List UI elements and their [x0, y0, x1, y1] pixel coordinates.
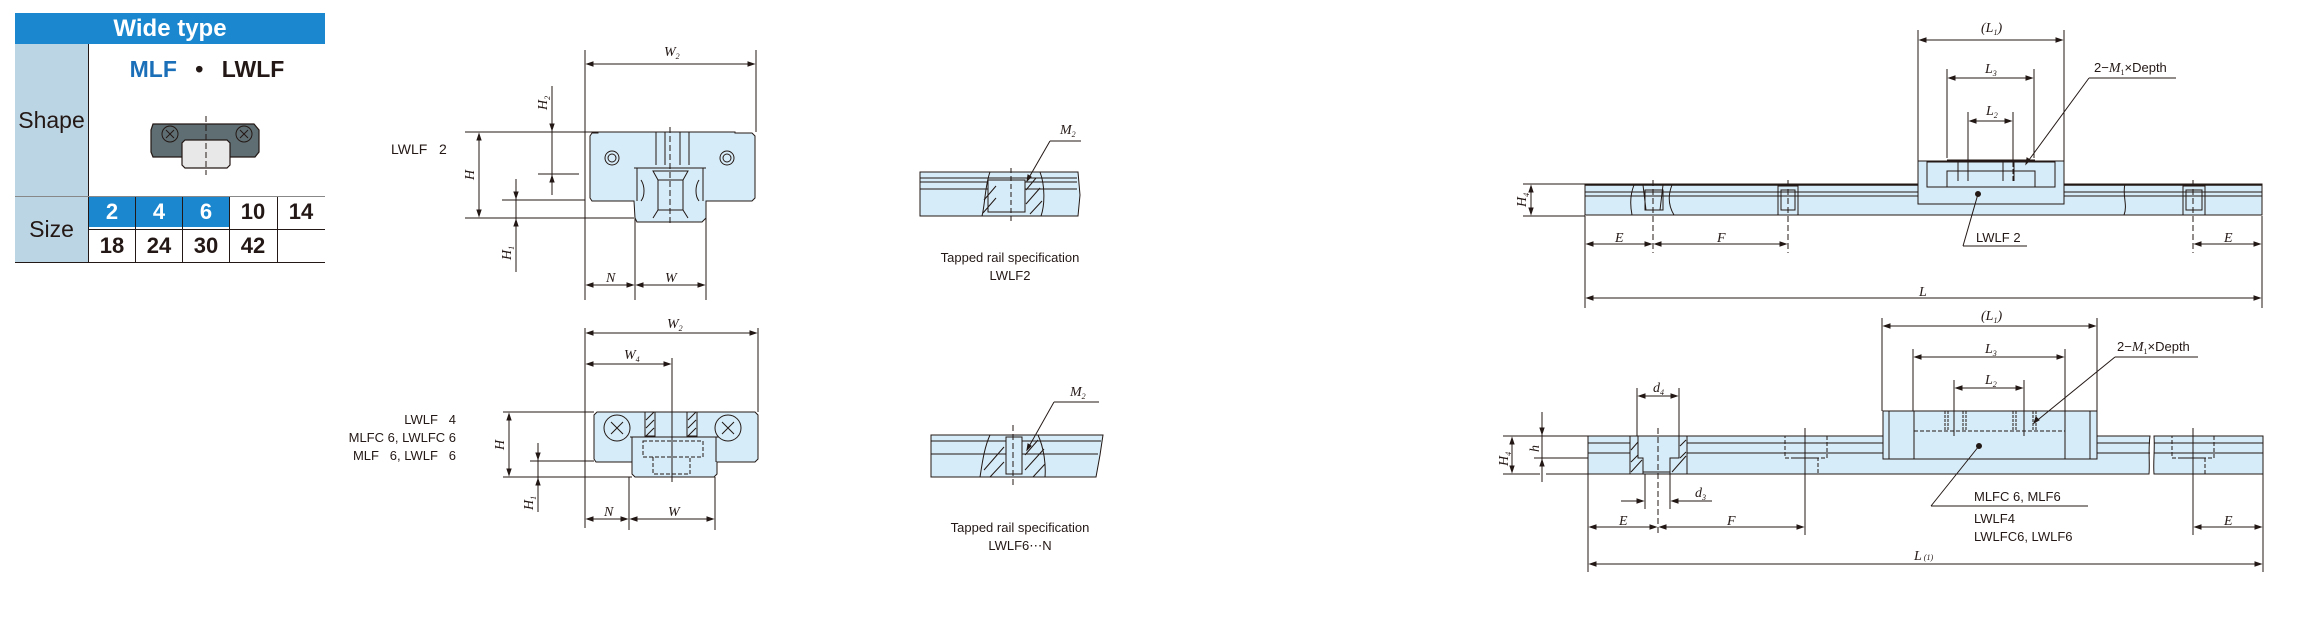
tapped-rail-2-model: LWLF6⋯N [988, 538, 1052, 553]
dim-l1: (L1) [1981, 309, 2002, 325]
dim-w2: W2 [667, 317, 683, 333]
thread-note: 2−M1×Depth [2117, 339, 2190, 356]
dim-e: E [1618, 514, 1628, 529]
title-mlf: MLF [129, 56, 177, 82]
dim-h: H [463, 169, 478, 181]
front-view-2-label-3: MLF 6, LWLF 6 [352, 448, 456, 463]
table-divider [277, 197, 278, 262]
dim-e-right: E [2223, 514, 2233, 529]
shape-row-label: Shape [15, 44, 88, 196]
tapped-rail-1-model: LWLF2 [989, 268, 1031, 283]
model-callout-1: MLFC 6, MLF6 [1974, 489, 2061, 504]
dim-h: H [493, 439, 508, 451]
dim-e: E [1614, 231, 1624, 246]
size-cell: 24 [146, 233, 172, 258]
dim-h2: H2 [536, 96, 552, 111]
dim-e-right: E [2223, 231, 2233, 246]
callout-m2: M2 [1069, 385, 1086, 401]
model-callout-3: LWLFC6, LWLF6 [1974, 529, 2072, 544]
table-header: Wide type [15, 13, 325, 44]
tapped-rail-2-caption: Tapped rail specification [950, 520, 1090, 535]
dim-h4: H4 [1515, 193, 1531, 208]
dim-h1: H1 [522, 496, 538, 511]
dim-n: N [603, 505, 614, 520]
size-cell: 6 [183, 197, 229, 227]
dim-d3: d3 [1695, 486, 1706, 502]
carriage-shape-icon [150, 116, 260, 175]
shape-cell: MLF • LWLF [89, 44, 325, 196]
shape-title: MLF • LWLF [89, 56, 325, 83]
dim-l3: L3 [1984, 342, 1997, 358]
dim-f: F [1716, 231, 1726, 246]
size-cell: 30 [193, 233, 219, 258]
dim-d4: d4 [1653, 381, 1664, 397]
size-cell: 18 [99, 233, 125, 258]
dim-l: L [1918, 285, 1927, 300]
table-bottom-rule [15, 262, 325, 263]
dim-h-small: h [1528, 445, 1543, 452]
size-cell: 10 [240, 199, 266, 224]
dim-w: W [665, 271, 678, 286]
tapped-rail-1-caption: Tapped rail specification [940, 250, 1080, 265]
size-row-label: Size [15, 197, 88, 262]
size-cell: 4 [136, 197, 182, 227]
model-callout: LWLF 2 [1976, 230, 2021, 245]
dim-n: N [605, 271, 616, 286]
dim-l2: L2 [1985, 104, 1998, 120]
dim-h1: H1 [500, 246, 516, 261]
dim-w2: W2 [664, 45, 680, 61]
dim-l3: L3 [1984, 62, 1997, 78]
model-callout-2: LWLF4 [1974, 511, 2015, 526]
dim-w4: W4 [624, 348, 640, 364]
table-rule [15, 196, 325, 197]
dim-l1: (L1) [1981, 21, 2002, 37]
table-divider [88, 44, 89, 262]
table-rule [89, 229, 325, 230]
dim-l2: L2 [1984, 373, 1997, 389]
size-cell: 14 [288, 199, 314, 224]
dim-w: W [668, 505, 681, 520]
title-lwlf: LWLF [221, 56, 285, 82]
front-view-2-label-2: MLFC 6, LWLFC 6 [348, 430, 456, 445]
title-separator: • [195, 56, 204, 82]
table-divider [135, 197, 136, 262]
dim-l: L(1) [1913, 549, 1933, 564]
size-cell: 2 [89, 197, 135, 227]
callout-m2: M2 [1059, 123, 1076, 139]
front-view-1-model-label: LWLF 2 [391, 141, 447, 157]
thread-note: 2−M1×Depth [2094, 60, 2167, 77]
front-view-2-label-1: LWLF 4 [404, 412, 456, 427]
dim-f: F [1726, 514, 1736, 529]
table-divider [182, 197, 183, 262]
dim-h4: H4 [1497, 452, 1513, 467]
size-cell: 42 [240, 233, 266, 258]
table-divider [229, 197, 230, 262]
